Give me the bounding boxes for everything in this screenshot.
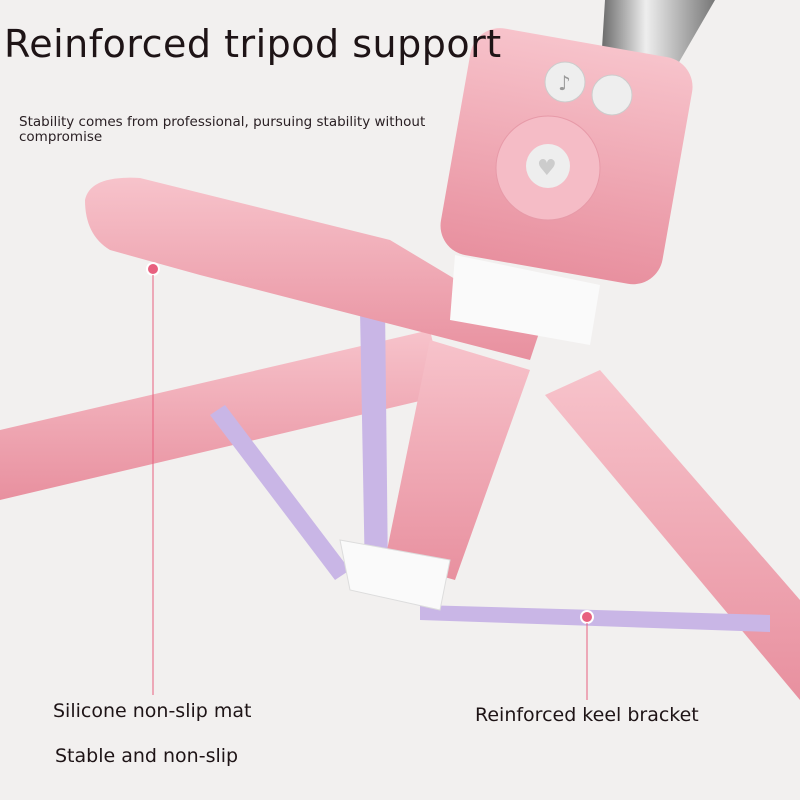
svg-text:♪: ♪ bbox=[558, 71, 571, 95]
callout-label-mat-sub: Stable and non-slip bbox=[55, 745, 239, 767]
handle bbox=[385, 340, 530, 580]
tripod-leg-right bbox=[545, 370, 800, 700]
music-button bbox=[544, 61, 586, 103]
page-title: Reinforced tripod support bbox=[4, 22, 502, 66]
keel-bracket bbox=[360, 305, 388, 580]
keel-bracket bbox=[210, 405, 350, 580]
phone-clamp-arm bbox=[85, 177, 540, 360]
handle-base bbox=[339, 539, 451, 611]
camera-button bbox=[591, 74, 633, 116]
white-collar bbox=[450, 255, 600, 345]
callout-label-mat: Silicone non-slip mat bbox=[53, 700, 252, 722]
callout-label-keel: Reinforced keel bracket bbox=[475, 704, 699, 726]
svg-text:♥: ♥ bbox=[537, 156, 557, 181]
keel-bracket bbox=[420, 605, 770, 632]
page-subtitle: Stability comes from professional, pursu… bbox=[19, 114, 426, 145]
callout-marker-keel bbox=[580, 610, 594, 624]
heart-button bbox=[526, 144, 570, 188]
callout-marker-mat bbox=[146, 262, 160, 276]
